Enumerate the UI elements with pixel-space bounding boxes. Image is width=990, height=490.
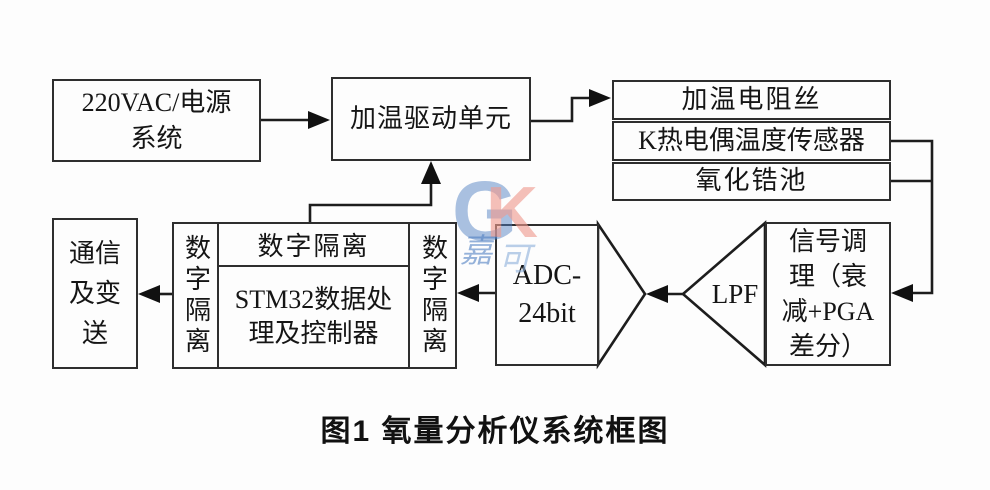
- zirconia-cell-box: 氧化锆池: [612, 162, 891, 201]
- stm32-controller-box: STM32数据处 理及控制器: [234, 285, 393, 348]
- thermocouple-box: K热电偶温度传感器: [612, 121, 891, 161]
- lpf-label: LPF: [711, 279, 759, 309]
- arrowhead-into-iso-right: [457, 284, 479, 302]
- arrowhead-into-heaterdrive: [308, 111, 330, 129]
- signal-conditioning-box: 信号调 理（衰 减+PGA 差分）: [765, 222, 891, 366]
- digital-isolation-left-label: 数字隔离: [181, 233, 211, 358]
- arrowhead-into-signal: [891, 284, 913, 302]
- wire-iso-to-heaterdrive: [308, 182, 433, 223]
- digital-isolation-top: 数字隔离: [219, 224, 408, 267]
- arrowhead-into-comm: [138, 285, 160, 303]
- power-supply-box: 220VAC/电源 系统: [52, 79, 261, 162]
- digital-isolation-right: 数字隔离: [408, 224, 455, 367]
- arrowhead-into-adc: [646, 285, 668, 303]
- heater-drive-box: 加温驱动单元: [331, 77, 531, 161]
- communication-box: 通信 及变 送: [52, 218, 138, 369]
- adc-box: ADC- 24bit: [495, 224, 599, 366]
- arrowhead-into-heaterdrive-bottom: [421, 161, 441, 184]
- arrowhead-into-heaterwire: [589, 89, 611, 107]
- digital-isolation-right-label: 数字隔离: [418, 233, 448, 358]
- figure-caption: 图1 氧量分析仪系统框图: [320, 415, 670, 448]
- heater-wire-box: 加温电阻丝: [612, 80, 891, 120]
- stm32-center-section: 数字隔离 STM32数据处 理及控制器: [219, 224, 408, 367]
- adc-triangle: [596, 219, 647, 370]
- wire-sensors-to-signal: [890, 139, 934, 295]
- wire-heaterdrive-to-heaterwire: [530, 96, 592, 123]
- digital-isolation-left: 数字隔离: [174, 224, 219, 367]
- stm32-isolation-block: 数字隔离 数字隔离 STM32数据处 理及控制器 数字隔离: [172, 222, 457, 369]
